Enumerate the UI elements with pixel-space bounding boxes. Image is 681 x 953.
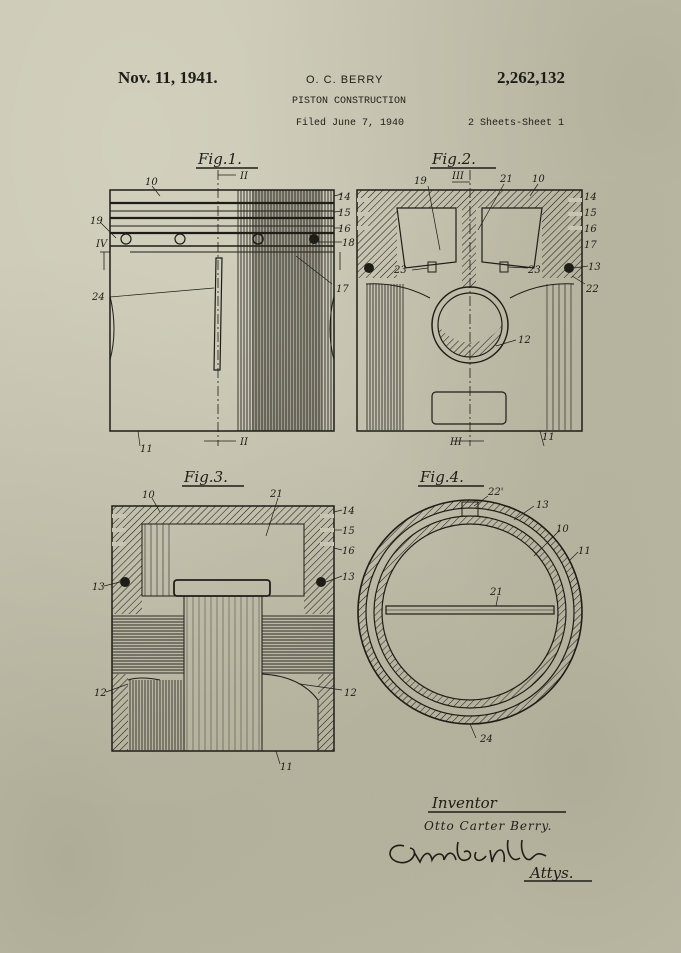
fig3-label-13a: 13 [92,582,105,593]
fig1-label-24: 24 [91,292,105,303]
signature-block: Inventor Otto Carter Berry. Attys. [389,794,592,882]
figure-1: Fig.1. [90,150,355,455]
fig2-label-16: 16 [584,224,597,235]
figure-4: Fig.4. 22' 13 10 11 21 24 [357,468,591,745]
fig4-label-11: 11 [578,546,591,557]
fig2-label-15: 15 [584,208,597,219]
fig1-label-15: 15 [338,208,351,219]
inventor-heading: Inventor [431,794,498,812]
inventor-name: Otto Carter Berry. [424,819,552,833]
fig4-title: Fig.4. [419,468,464,486]
fig2-label-13: 13 [588,262,601,273]
fig2-section-bottom: III [449,437,463,448]
fig2-label-19: 19 [414,176,427,187]
fig3-label-14: 14 [342,506,355,517]
fig1-section-top: II [239,171,249,182]
fig3-label-16: 16 [342,546,355,557]
patent-number: 2,262,132 [497,68,565,87]
fig1-label-10: 10 [145,177,158,188]
filed-date: Filed June 7, 1940 [296,118,405,129]
fig3-label-10: 10 [142,490,155,501]
fig3-label-12a: 12 [94,688,107,699]
figure-2: Fig.2. [356,150,601,448]
fig4-label-13: 13 [536,500,549,511]
fig3-label-11: 11 [280,762,293,773]
fig1-section-side: IV [95,239,109,250]
fig2-label-23a: 23 [393,265,407,276]
fig1-title: Fig.1. [197,150,242,168]
fig1-label-16: 16 [338,224,351,235]
fig1-label-17: 17 [336,284,349,295]
sheet-count: 2 Sheets-Sheet 1 [468,118,565,129]
fig2-label-12: 12 [518,335,531,346]
fig1-label-18: 18 [342,238,355,249]
fig4-label-21: 21 [489,587,503,598]
patent-title: PISTON CONSTRUCTION [292,96,407,107]
patent-date: Nov. 11, 1941. [118,68,218,87]
fig1-label-11: 11 [140,444,153,455]
figure-3: Fig.3. [92,468,357,773]
fig2-label-10: 10 [532,174,545,185]
fig2-label-22: 22 [585,284,599,295]
fig2-label-14: 14 [584,192,597,203]
fig1-section-bottom: II [239,437,249,448]
fig3-label-12b: 12 [344,688,357,699]
fig3-label-15: 15 [342,526,355,537]
fig3-title: Fig.3. [183,468,228,486]
attorney-heading: Attys. [528,864,574,882]
inventor-short-name: O. C. BERRY [306,74,384,86]
fig3-label-13b: 13 [342,572,355,583]
fig2-title: Fig.2. [431,150,476,168]
fig4-label-24: 24 [479,734,493,745]
attorney-signature [389,839,547,864]
fig2-section-top: III [451,171,465,182]
fig4-label-10: 10 [556,524,569,535]
fig2-label-23b: 23 [527,265,541,276]
fig2-label-11: 11 [542,432,555,443]
fig4-label-22: 22' [487,487,503,498]
fig2-label-21: 21 [499,174,513,185]
fig1-label-14: 14 [338,192,351,203]
fig2-label-17: 17 [584,240,597,251]
fig1-label-19: 19 [90,216,103,227]
fig3-label-21: 21 [269,489,283,500]
